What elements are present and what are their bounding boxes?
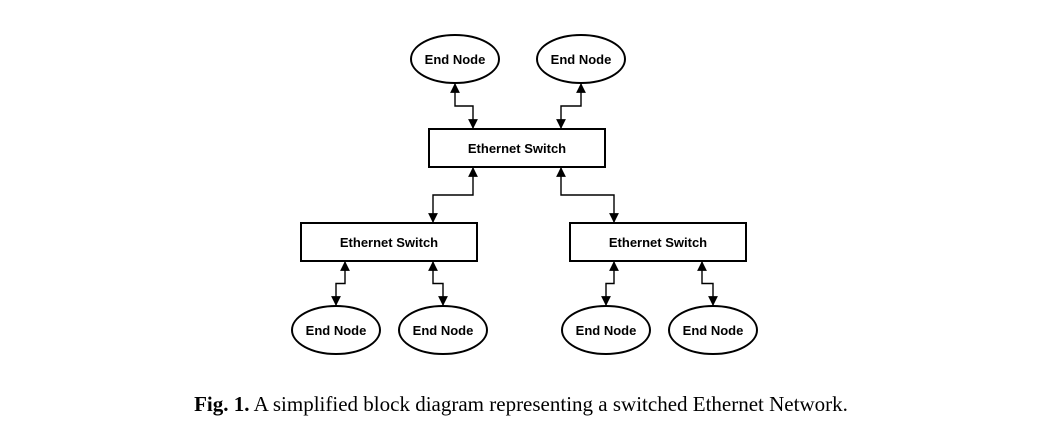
connection-sw_right-en_b3 [601,261,619,306]
node-label: End Node [306,323,367,338]
end-node-en_b1: End Node [291,305,381,355]
figure-caption: Fig. 1. A simplified block diagram repre… [0,392,1042,417]
end-node-en_top_right: End Node [536,34,626,84]
node-label: End Node [425,52,486,67]
connection-sw_core-sw_left [428,167,478,223]
connection-en_top_left-sw_core [450,83,478,129]
ethernet-switch-sw_left: Ethernet Switch [300,222,478,262]
connection-sw_right-en_b4 [697,261,718,306]
node-label: End Node [683,323,744,338]
end-node-ellipse [561,305,651,355]
node-label: Ethernet Switch [340,235,438,250]
connection-sw_core-sw_right [556,167,619,223]
switch-box [428,128,606,168]
end-node-ellipse [536,34,626,84]
caption-text: A simplified block diagram representing … [253,392,848,416]
ethernet-switch-sw_core: Ethernet Switch [428,128,606,168]
node-label: End Node [576,323,637,338]
connection-sw_left-en_b2 [428,261,448,306]
end-node-en_b4: End Node [668,305,758,355]
end-node-ellipse [398,305,488,355]
caption-label: Fig. 1. [194,392,250,416]
end-node-ellipse [410,34,500,84]
node-label: Ethernet Switch [468,141,566,156]
switch-box [569,222,747,262]
node-label: Ethernet Switch [609,235,707,250]
switch-box [300,222,478,262]
node-label: End Node [551,52,612,67]
end-node-en_b2: End Node [398,305,488,355]
end-node-ellipse [291,305,381,355]
end-node-ellipse [668,305,758,355]
end-node-en_b3: End Node [561,305,651,355]
connection-sw_left-en_b1 [331,261,350,306]
node-label: End Node [413,323,474,338]
end-node-en_top_left: End Node [410,34,500,84]
connection-en_top_right-sw_core [556,83,586,129]
ethernet-switch-sw_right: Ethernet Switch [569,222,747,262]
connections [331,83,718,306]
